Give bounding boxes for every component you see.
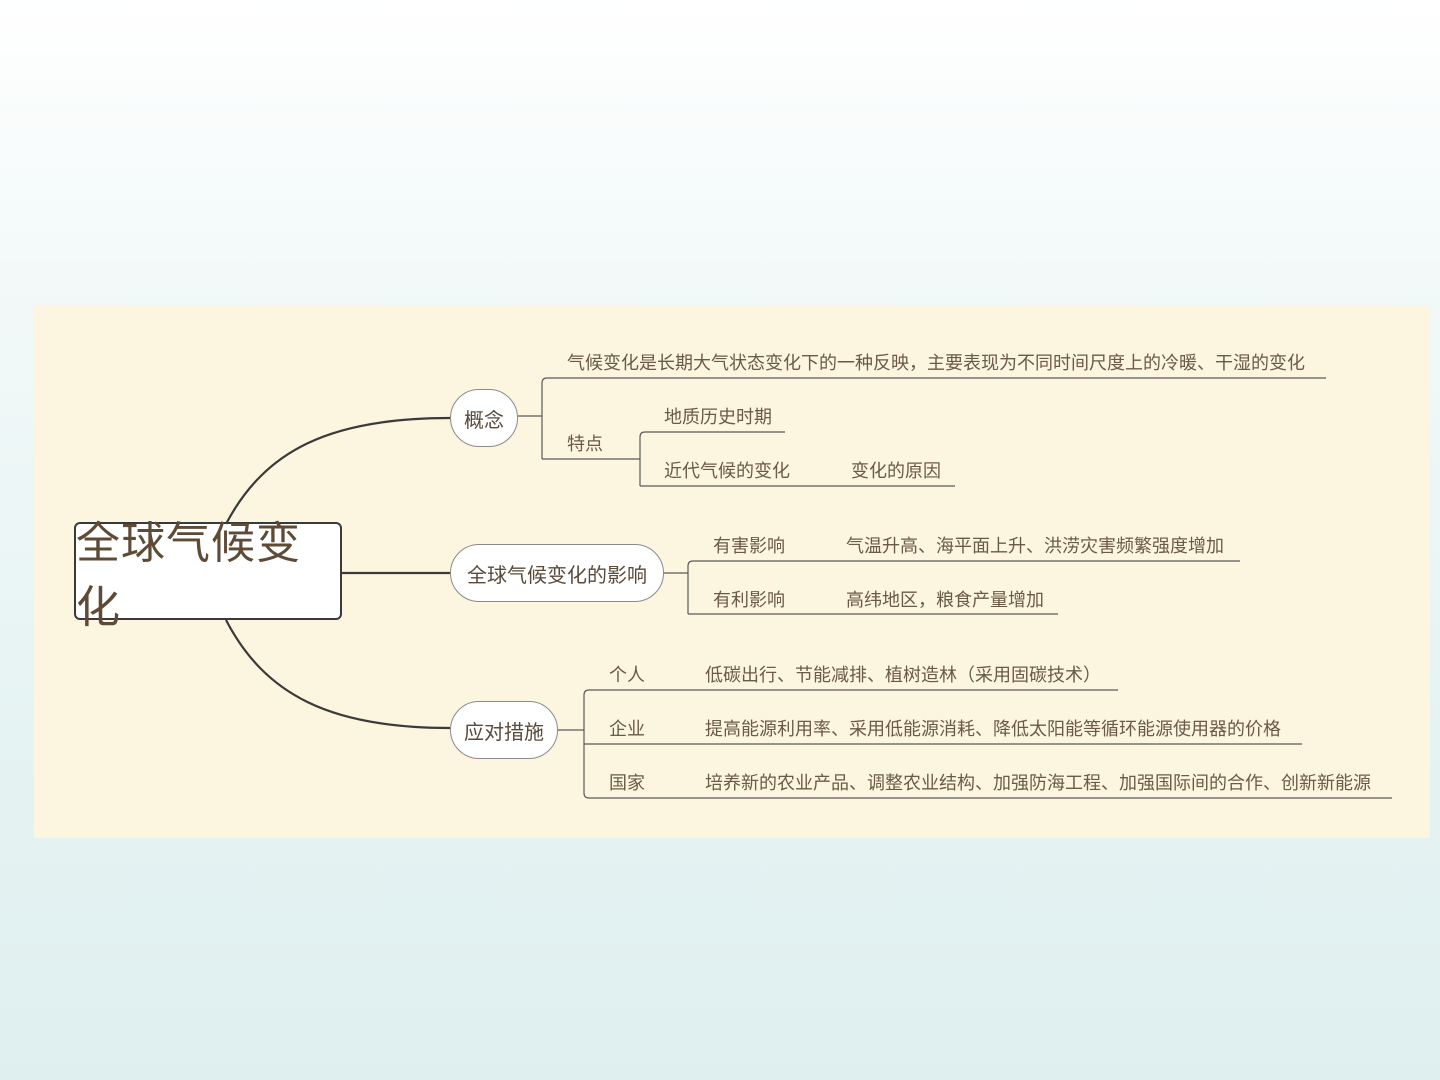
harmful-detail: 气温升高、海平面上升、洪涝灾害频繁强度增加 (846, 536, 1224, 557)
root-to-measures-curve (225, 619, 451, 730)
measures-node[interactable]: 应对措施 (450, 701, 558, 759)
feature-modern-cause: 变化的原因 (851, 461, 941, 482)
concept-features-label: 特点 (567, 434, 603, 455)
individual-detail: 低碳出行、节能减排、植树造林（采用固碳技术） (705, 665, 1101, 686)
impact-bracket (687, 560, 1240, 614)
individual-underline (583, 689, 1118, 744)
harmful-label: 有害影响 (713, 536, 785, 557)
individual-label: 个人 (609, 665, 645, 686)
nation-detail: 培养新的农业产品、调整农业结构、加强防海工程、加强国际间的合作、创新新能源 (705, 773, 1371, 794)
concept-definition-bracket (541, 377, 1326, 459)
features-bracket (639, 431, 785, 486)
beneficial-label: 有利影响 (713, 590, 785, 611)
root-to-concept-curve (225, 416, 451, 525)
root-node[interactable]: 全球气候变化 (74, 518, 342, 633)
enterprise-detail: 提高能源利用率、采用低能源消耗、降低太阳能等循环能源使用器的价格 (705, 719, 1281, 740)
feature-geological: 地质历史时期 (664, 407, 772, 428)
beneficial-detail: 高纬地区，粮食产量增加 (846, 590, 1044, 611)
concept-definition: 气候变化是长期大气状态变化下的一种反映，主要表现为不同时间尺度上的冷暖、干湿的变… (567, 353, 1305, 374)
feature-modern: 近代气候的变化 (664, 461, 790, 482)
concept-node[interactable]: 概念 (450, 389, 518, 447)
enterprise-label: 企业 (609, 719, 645, 740)
nation-underline (583, 744, 1392, 799)
nation-label: 国家 (609, 773, 645, 794)
impact-node[interactable]: 全球气候变化的影响 (450, 544, 664, 602)
